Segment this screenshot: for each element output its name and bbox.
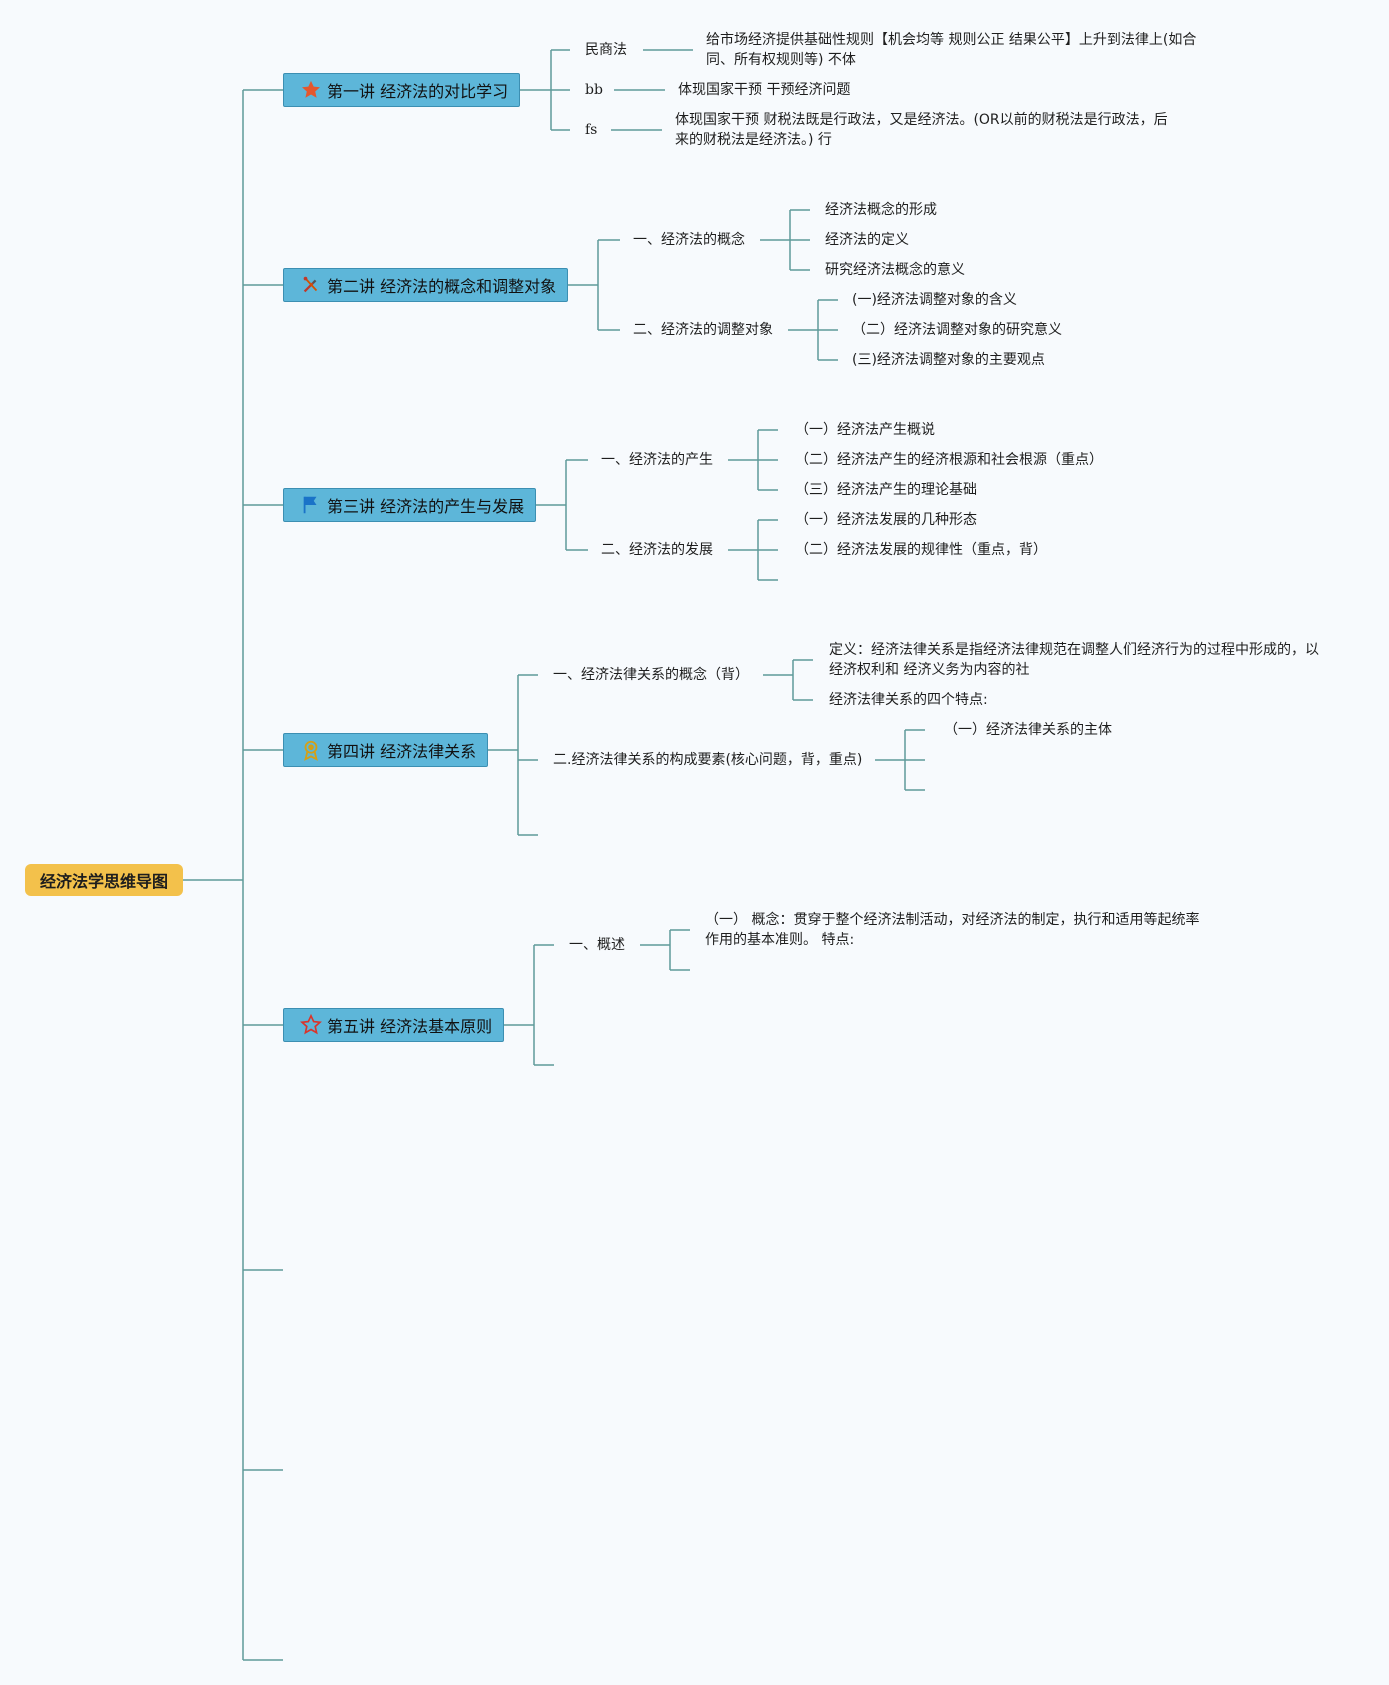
l2-adjust-item-1[interactable]: (一)经济法调整对象的含义 (852, 292, 1017, 308)
lecture-4-title: 第四讲 经济法律关系 (327, 742, 477, 761)
l4-sub-elements[interactable]: 二.经济法律关系的构成要素(核心问题，背，重点) (553, 752, 863, 768)
l2-concept-item-2[interactable]: 经济法的定义 (825, 232, 909, 248)
l4-concept-definition[interactable]: 定义：经济法律关系是指经济法律规范在调整人们经济行为的过程中形成的，以经济权利和… (829, 642, 1319, 678)
star-outline-icon (300, 1014, 322, 1036)
lecture-3-node[interactable]: 第三讲 经济法的产生与发展 (283, 488, 536, 522)
l1-leaf-1[interactable]: 给市场经济提供基础性规则【机会均等 规则公正 结果公平】上升到法律上(如合同、所… (706, 32, 1197, 68)
l3-sub-development[interactable]: 二、经济法的发展 (601, 542, 713, 558)
lecture-5-title: 第五讲 经济法基本原则 (327, 1017, 493, 1036)
lecture-1-node[interactable]: 第一讲 经济法的对比学习 (283, 73, 520, 107)
l4-elements-item-1[interactable]: （一）经济法律关系的主体 (944, 722, 1112, 738)
l5-overview-concept[interactable]: （一） 概念：贯穿于整个经济法制活动，对经济法的制定，执行和适用等起统率作用的基… (705, 912, 1200, 948)
award-badge-icon (300, 739, 322, 761)
l3-sub-origin[interactable]: 一、经济法的产生 (601, 452, 713, 468)
tools-icon (300, 274, 322, 296)
flag-icon (300, 494, 322, 516)
l2-sub-adjust[interactable]: 二、经济法的调整对象 (633, 322, 773, 338)
lecture-5-node[interactable]: 第五讲 经济法基本原则 (283, 1008, 504, 1042)
l3-origin-item-3[interactable]: （三）经济法产生的理论基础 (795, 482, 977, 498)
l1-branch-fs[interactable]: fs (585, 122, 598, 138)
l4-concept-features[interactable]: 经济法律关系的四个特点: (829, 692, 988, 708)
l1-branch-minshangfa[interactable]: 民商法 (585, 42, 627, 58)
l2-sub-concept[interactable]: 一、经济法的概念 (633, 232, 745, 248)
star-filled-icon (300, 79, 322, 101)
l2-concept-item-3[interactable]: 研究经济法概念的意义 (825, 262, 965, 278)
lecture-3-title: 第三讲 经济法的产生与发展 (327, 497, 525, 516)
lecture-4-node[interactable]: 第四讲 经济法律关系 (283, 733, 488, 767)
l3-origin-item-1[interactable]: （一）经济法产生概说 (795, 422, 935, 438)
l2-concept-item-1[interactable]: 经济法概念的形成 (825, 202, 937, 218)
l5-sub-overview[interactable]: 一、概述 (569, 937, 625, 953)
lecture-1-title: 第一讲 经济法的对比学习 (327, 82, 509, 101)
l3-development-item-2[interactable]: （二）经济法发展的规律性（重点，背） (795, 542, 1047, 558)
l2-adjust-item-2[interactable]: （二）经济法调整对象的研究意义 (852, 322, 1062, 338)
l1-leaf-2[interactable]: 体现国家干预 干预经济问题 (678, 82, 851, 98)
l1-branch-bb[interactable]: bb (585, 82, 603, 98)
l4-sub-concept[interactable]: 一、经济法律关系的概念（背） (553, 667, 749, 683)
l3-origin-item-2[interactable]: （二）经济法产生的经济根源和社会根源（重点） (795, 452, 1103, 468)
lecture-2-node[interactable]: 第二讲 经济法的概念和调整对象 (283, 268, 568, 302)
l3-development-item-1[interactable]: （一）经济法发展的几种形态 (795, 512, 977, 528)
lecture-2-title: 第二讲 经济法的概念和调整对象 (327, 277, 557, 296)
l2-adjust-item-3[interactable]: (三)经济法调整对象的主要观点 (852, 352, 1045, 368)
l1-leaf-3[interactable]: 体现国家干预 财税法既是行政法，又是经济法。(OR以前的财税法是行政法，后来的财… (675, 112, 1168, 148)
root-node[interactable]: 经济法学思维导图 (25, 864, 183, 896)
